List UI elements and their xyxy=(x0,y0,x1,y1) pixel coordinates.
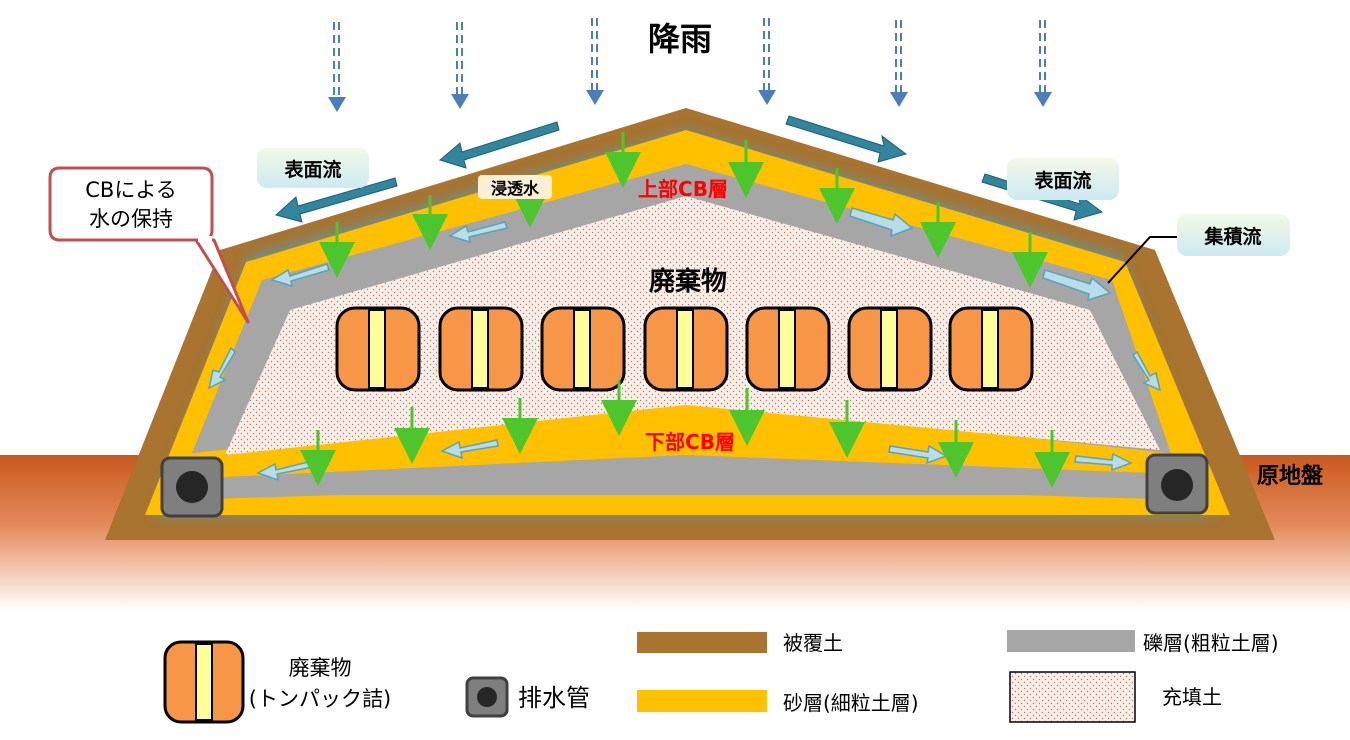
legend-gravel-label: 礫層(粗粒土層) xyxy=(1143,631,1279,655)
waste-bag-icon xyxy=(847,306,933,392)
legend-waste-label-line1: 廃棄物 xyxy=(289,656,352,680)
rain-arrow-icon xyxy=(758,18,776,105)
waste-bag-icon xyxy=(335,306,421,392)
legend-fill-soil-swatch xyxy=(1009,671,1136,723)
waste-bag-icon xyxy=(438,306,524,392)
callout-text-line1: CBによる xyxy=(85,178,176,202)
legend-waste-label-line2: (トンパック詰) xyxy=(249,687,391,711)
waste-bag-icon xyxy=(643,306,729,392)
infiltration-arrows xyxy=(300,132,1070,488)
infiltration-label-box xyxy=(478,175,552,199)
rain-arrow-icon xyxy=(890,20,908,107)
original-ground-label: 原地盤 xyxy=(1257,463,1324,489)
drain-pipe-left xyxy=(160,456,224,518)
collected-flow-arrows xyxy=(207,207,1162,482)
callout-text-line2: 水の保持 xyxy=(89,207,173,231)
surface-flow-label-box-right xyxy=(1007,158,1119,200)
waste-bags xyxy=(335,306,1034,392)
collected-flow-arrow-icon xyxy=(1074,452,1133,472)
infiltration-label: 浸透水 xyxy=(491,179,540,198)
rain-arrows xyxy=(328,18,1052,112)
legend-gravel-swatch xyxy=(1007,630,1135,652)
surface-flow-label-right: 表面流 xyxy=(1034,169,1091,192)
collected-flow-arrow-icon xyxy=(448,221,508,244)
rain-arrow-icon xyxy=(451,22,469,109)
legend-drain-pipe-label: 排水管 xyxy=(518,684,590,712)
rain-arrow-icon xyxy=(1034,20,1052,107)
cb-water-retention-callout: CBによる 水の保持 xyxy=(48,166,250,324)
legend-cover-soil-label: 被覆土 xyxy=(783,631,843,655)
collected-flow-arrow-icon xyxy=(1042,269,1112,302)
legend-sand-label: 砂層(細粒土層) xyxy=(783,691,919,715)
legend-sand-swatch xyxy=(637,690,767,712)
waste-bag-icon xyxy=(745,306,831,392)
rain-arrow-icon xyxy=(328,22,346,112)
legend-waste-icon xyxy=(163,640,245,724)
legend: 廃棄物 (トンパック詰) 排水管 被覆土 砂層(細粒土層) 礫層(粗粒土層) 充… xyxy=(163,630,1279,724)
legend-cover-soil-swatch xyxy=(637,632,767,653)
legend-drain-pipe-icon xyxy=(465,676,509,718)
collected-flow-leader-line xyxy=(1107,236,1177,284)
surface-flow-label-left: 表面流 xyxy=(284,158,341,181)
collected-flow-arrow-icon xyxy=(207,346,236,390)
lower-cb-label: 下部CB層 xyxy=(645,430,735,454)
waste-label: 廃棄物 xyxy=(649,266,727,297)
collected-flow-arrow-icon xyxy=(888,444,948,465)
waste-bag-icon xyxy=(540,306,626,392)
diagram-title: 降雨 xyxy=(648,20,712,58)
surface-flow-arrow-icon xyxy=(438,121,560,169)
surface-flow-arrow-icon xyxy=(274,177,398,223)
collected-flow-label: 集積流 xyxy=(1203,225,1261,248)
waste-bag-icon xyxy=(948,306,1034,392)
drain-pipe-right xyxy=(1145,453,1209,515)
legend-fill-soil-label: 充填土 xyxy=(1162,685,1222,709)
surface-flow-arrow-icon xyxy=(785,115,908,163)
surface-flow-label-box-left xyxy=(257,148,369,188)
collected-flow-arrow-icon xyxy=(440,439,499,460)
collected-flow-label-box xyxy=(1177,214,1290,256)
upper-cb-label: 上部CB層 xyxy=(638,177,728,201)
collected-flow-arrow-icon xyxy=(849,207,914,238)
collected-flow-arrow-icon xyxy=(1131,350,1162,392)
rain-arrow-icon xyxy=(586,18,604,105)
